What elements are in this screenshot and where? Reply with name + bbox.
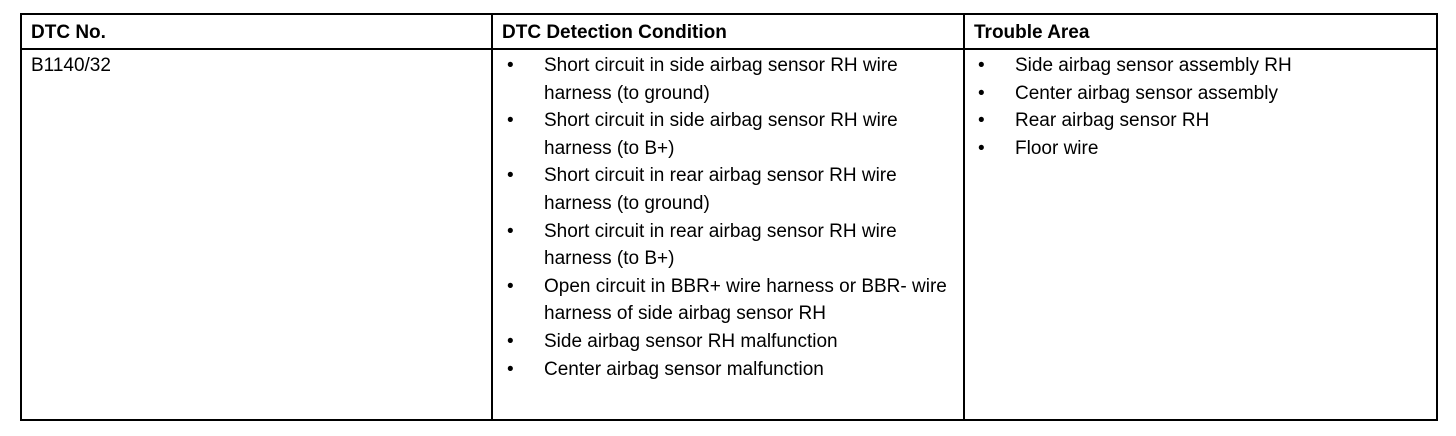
bullet-icon: • [978, 137, 985, 159]
bullet-icon: • [507, 165, 514, 187]
list-item: • Short circuit in side airbag sensor RH … [504, 107, 963, 162]
header-row: DTC No. DTC Detection Condition Trouble … [20, 13, 1438, 50]
condition-text: Center airbag sensor malfunction [544, 358, 824, 380]
condition-text: Short circuit in side airbag sensor RH w… [544, 55, 898, 104]
condition-text: Short circuit in rear airbag sensor RH w… [544, 220, 897, 270]
list-item: • Open circuit in BBR+ wire harness or BB… [504, 273, 963, 328]
bullet-icon: • [507, 220, 514, 242]
trouble-area-text: Floor wire [1015, 137, 1099, 159]
dtc-code: B1140/32 [31, 55, 111, 76]
condition-text: Open circuit in BBR+ wire harness or BBR… [544, 275, 947, 325]
list-item: • Short circuit in side airbag sensor RH … [504, 52, 963, 107]
list-item: • Floor wire [975, 135, 1436, 163]
condition-text: Side airbag sensor RH malfunction [544, 330, 838, 352]
dtc-table: DTC No. DTC Detection Condition Trouble … [20, 13, 1438, 421]
bullet-icon: • [507, 330, 514, 352]
trouble-area-text: Center airbag sensor assembly [1015, 82, 1278, 104]
trouble-area-text: Side airbag sensor assembly RH [1015, 55, 1292, 76]
bullet-icon: • [507, 358, 514, 380]
list-item: • Side airbag sensor RH malfunction [504, 328, 963, 356]
cell-trouble-areas: • Side airbag sensor assembly RH • Center … [963, 48, 1438, 421]
bullet-icon: • [978, 110, 985, 132]
list-item: • Side airbag sensor assembly RH [975, 52, 1436, 80]
bullet-icon: • [507, 275, 514, 297]
bullet-icon: • [507, 110, 514, 132]
list-item: • Short circuit in rear airbag sensor RH … [504, 162, 963, 217]
list-item: • Rear airbag sensor RH [975, 107, 1436, 135]
condition-text: Short circuit in rear airbag sensor RH w… [544, 165, 897, 214]
table-row: B1140/32 • Short circuit in side airbag s… [20, 48, 1438, 421]
condition-list: • Short circuit in side airbag sensor RH … [504, 52, 963, 383]
list-item: • Short circuit in rear airbag sensor RH … [504, 218, 963, 273]
trouble-area-list: • Side airbag sensor assembly RH • Center … [975, 52, 1436, 162]
list-item: • Center airbag sensor malfunction [504, 356, 963, 384]
bullet-icon: • [507, 55, 514, 76]
bullet-icon: • [978, 55, 985, 76]
header-dtc-no: DTC No. [20, 13, 493, 50]
condition-text: Short circuit in side airbag sensor RH w… [544, 110, 898, 159]
cell-detection-conditions: • Short circuit in side airbag sensor RH … [491, 48, 965, 421]
bullet-icon: • [978, 82, 985, 104]
trouble-area-text: Rear airbag sensor RH [1015, 110, 1210, 132]
list-item: • Center airbag sensor assembly [975, 80, 1436, 108]
cell-dtc-no: B1140/32 [20, 48, 493, 421]
header-detection-condition: DTC Detection Condition [491, 13, 965, 50]
header-trouble-area: Trouble Area [963, 13, 1438, 50]
